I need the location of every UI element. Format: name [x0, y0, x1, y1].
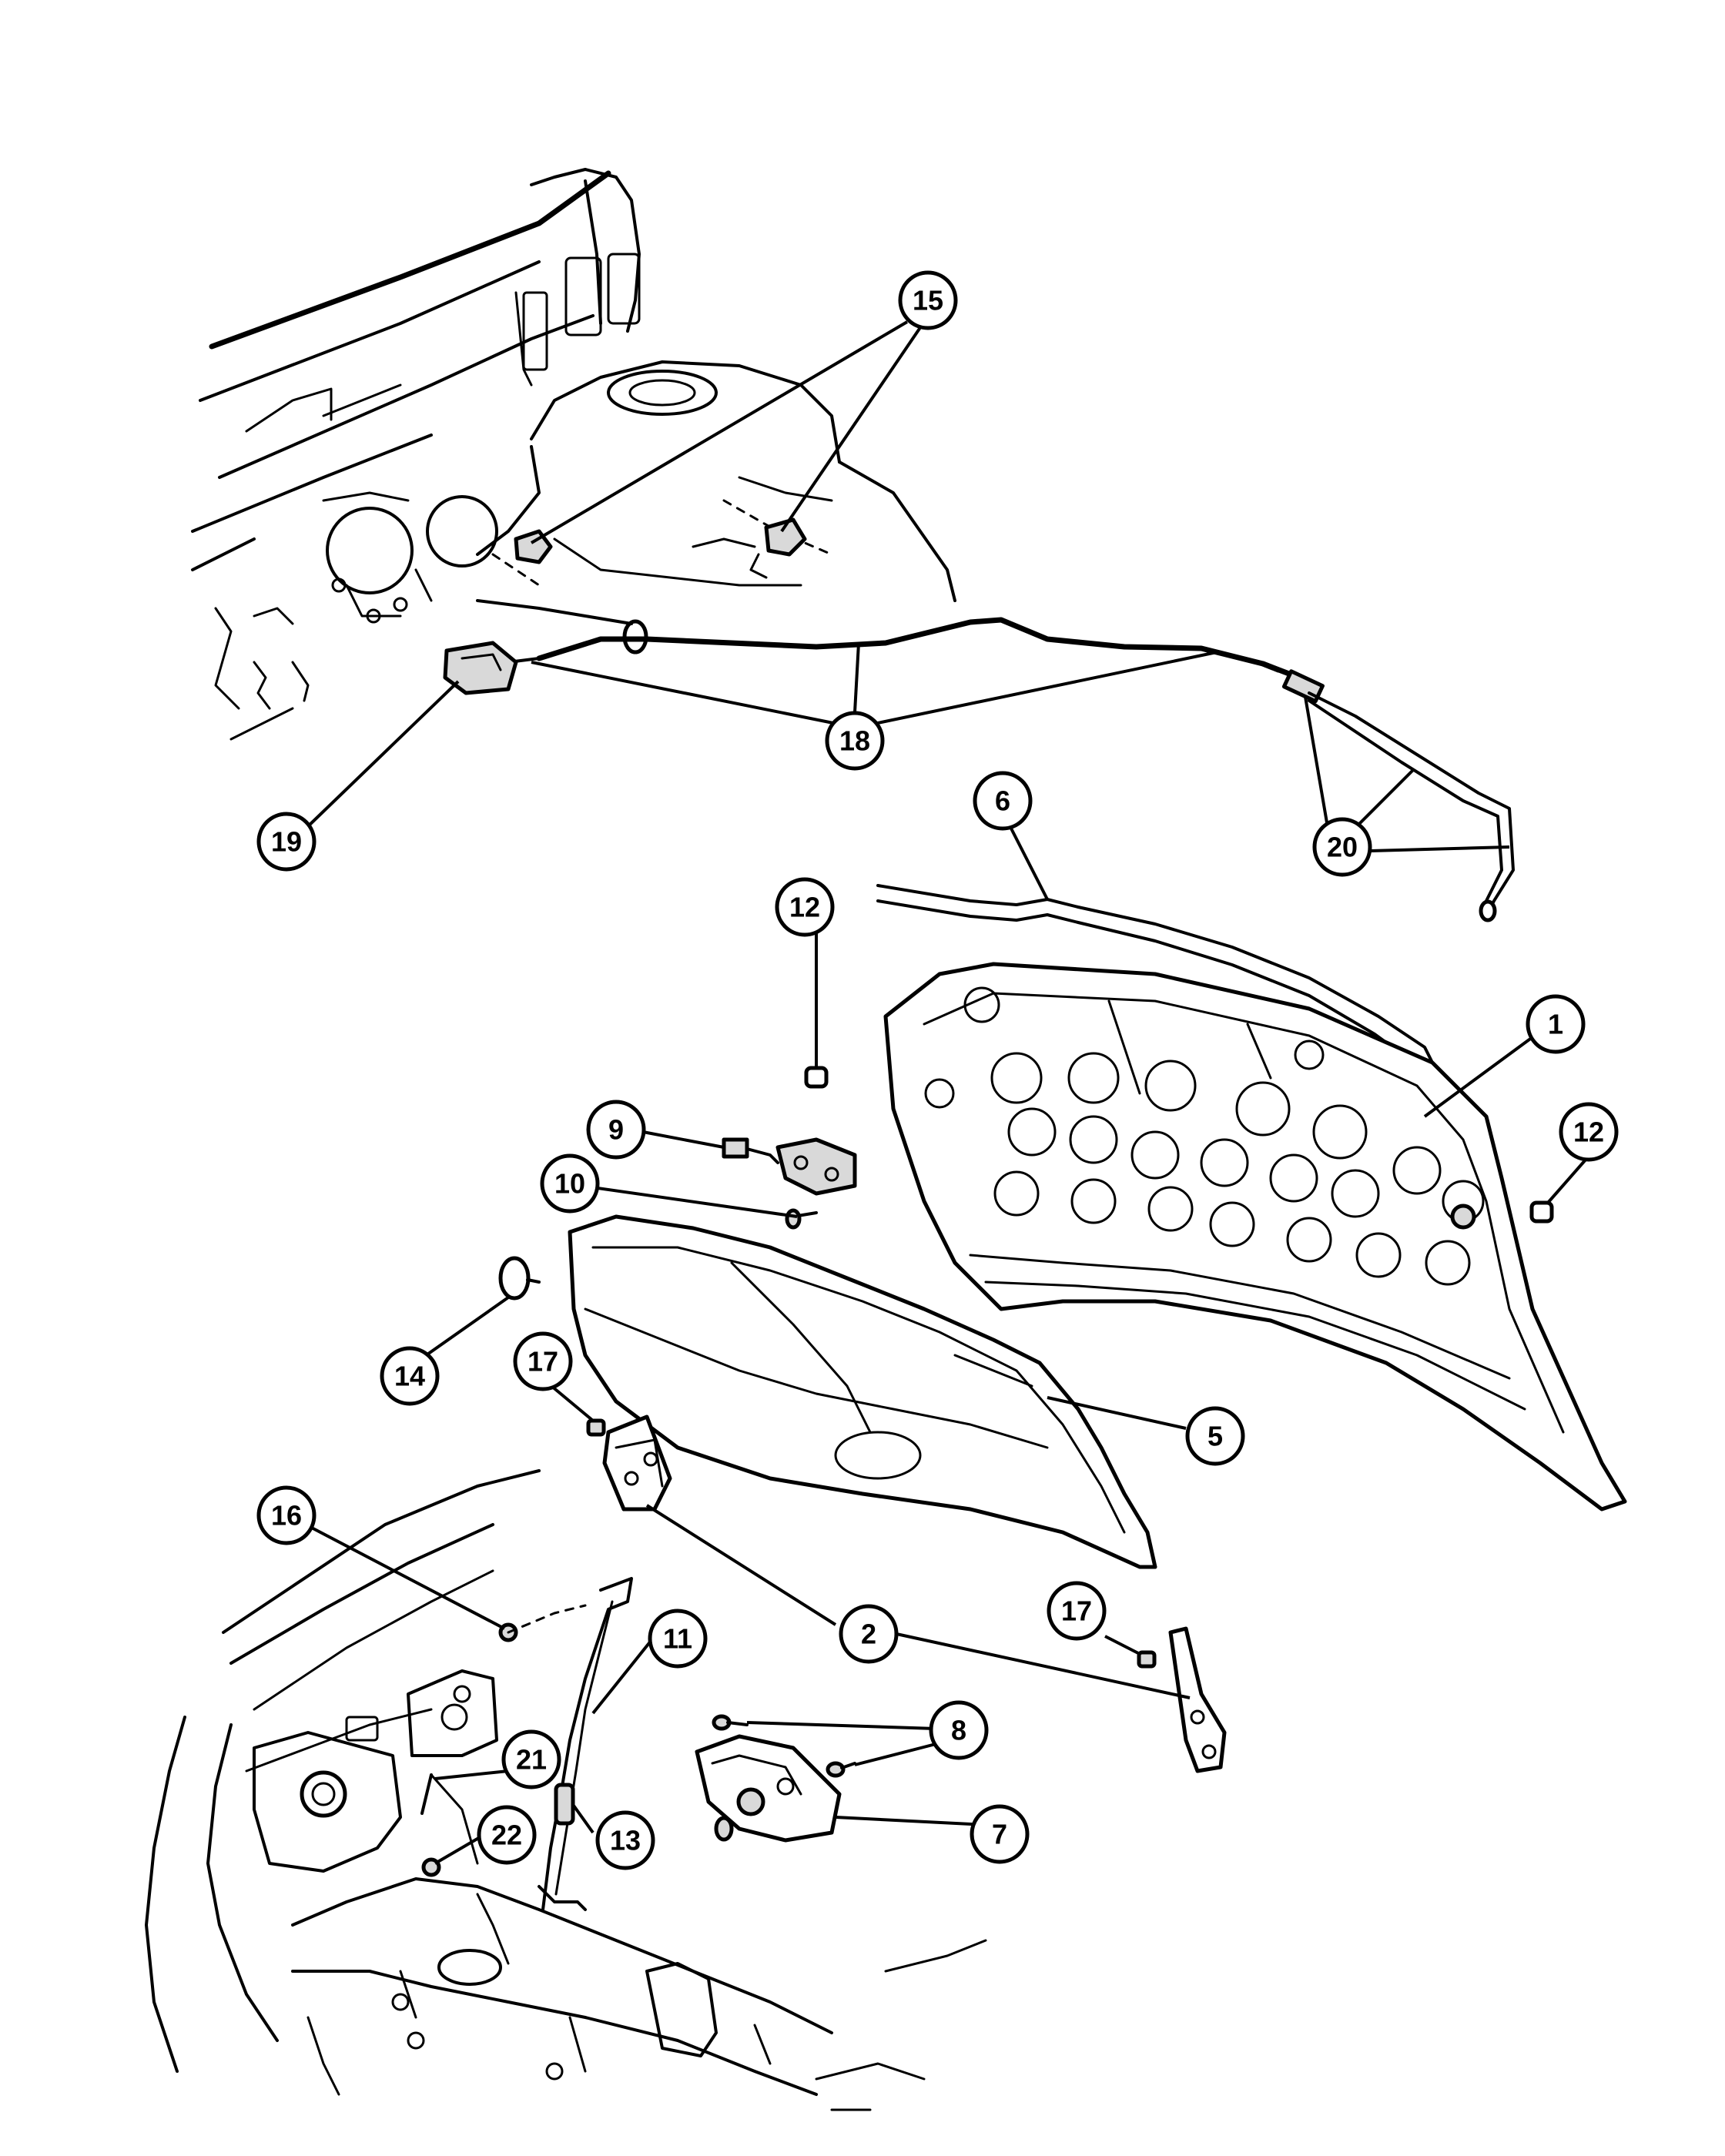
callout-21: 21	[501, 1729, 561, 1789]
hood-hinge-right	[1168, 1626, 1227, 1773]
svg-text:18: 18	[839, 725, 870, 757]
callout-6: 6	[973, 771, 1033, 831]
svg-text:14: 14	[394, 1361, 425, 1392]
callout-7: 7	[970, 1804, 1030, 1864]
hood-bumper-right	[1529, 1200, 1554, 1224]
leader-lines	[305, 320, 1588, 1865]
svg-text:11: 11	[663, 1623, 692, 1655]
callout-10: 10	[540, 1153, 600, 1214]
callout-22: 22	[477, 1805, 537, 1865]
callout-17-left: 17	[513, 1331, 573, 1391]
svg-text:2: 2	[861, 1619, 876, 1650]
hood-bumper-left	[804, 1066, 829, 1089]
hood-panel	[883, 962, 1627, 1512]
callout-18: 18	[825, 711, 885, 771]
svg-text:1: 1	[1548, 1009, 1563, 1040]
svg-text:17: 17	[528, 1346, 558, 1378]
hood-insulator	[568, 1214, 1157, 1569]
svg-text:20: 20	[1327, 832, 1358, 863]
push-pin-14	[498, 1256, 541, 1301]
callout-19: 19	[256, 812, 317, 872]
svg-text:8: 8	[951, 1715, 966, 1746]
hood-latch	[695, 1734, 842, 1843]
callouts: 1 2 5 6 7 8 9 10	[256, 270, 1619, 1870]
callout-5: 5	[1185, 1406, 1245, 1466]
nut-17-left	[586, 1418, 606, 1437]
nut-17-right	[1137, 1650, 1157, 1669]
fastener-21	[420, 1773, 433, 1815]
svg-text:17: 17	[1061, 1595, 1092, 1627]
svg-text:5: 5	[1208, 1421, 1223, 1452]
svg-text:13: 13	[610, 1825, 641, 1856]
front-end-illustration	[145, 1469, 987, 2111]
svg-text:12: 12	[789, 892, 820, 923]
svg-text:7: 7	[992, 1819, 1007, 1850]
hood-ajar-switch	[722, 1137, 857, 1196]
svg-text:6: 6	[995, 785, 1010, 817]
bolts-8	[712, 1714, 856, 1778]
cowl-engine-bay-illustration	[191, 168, 1515, 922]
svg-text:19: 19	[271, 826, 302, 858]
callout-15: 15	[898, 270, 958, 330]
callout-12-right: 12	[1559, 1102, 1619, 1162]
svg-text:12: 12	[1573, 1116, 1604, 1148]
callout-12-left: 12	[775, 877, 835, 937]
svg-text:22: 22	[491, 1820, 522, 1851]
svg-text:21: 21	[516, 1744, 547, 1776]
hood-dimples	[924, 986, 1485, 1286]
callout-16: 16	[256, 1485, 317, 1545]
callout-14: 14	[380, 1346, 440, 1406]
svg-text:15: 15	[913, 285, 943, 316]
callout-9: 9	[586, 1100, 646, 1160]
callout-8: 8	[929, 1700, 989, 1760]
callout-11: 11	[648, 1609, 708, 1669]
callout-2: 2	[839, 1604, 899, 1664]
callout-1: 1	[1526, 994, 1586, 1054]
svg-text:10: 10	[554, 1168, 585, 1200]
svg-text:16: 16	[271, 1500, 302, 1532]
callout-20: 20	[1312, 817, 1372, 877]
latch-cable-lower	[538, 1577, 633, 1911]
callout-17-right: 17	[1047, 1581, 1107, 1641]
callout-13: 13	[595, 1810, 655, 1870]
svg-text:9: 9	[608, 1114, 624, 1146]
screw-10	[785, 1208, 818, 1230]
